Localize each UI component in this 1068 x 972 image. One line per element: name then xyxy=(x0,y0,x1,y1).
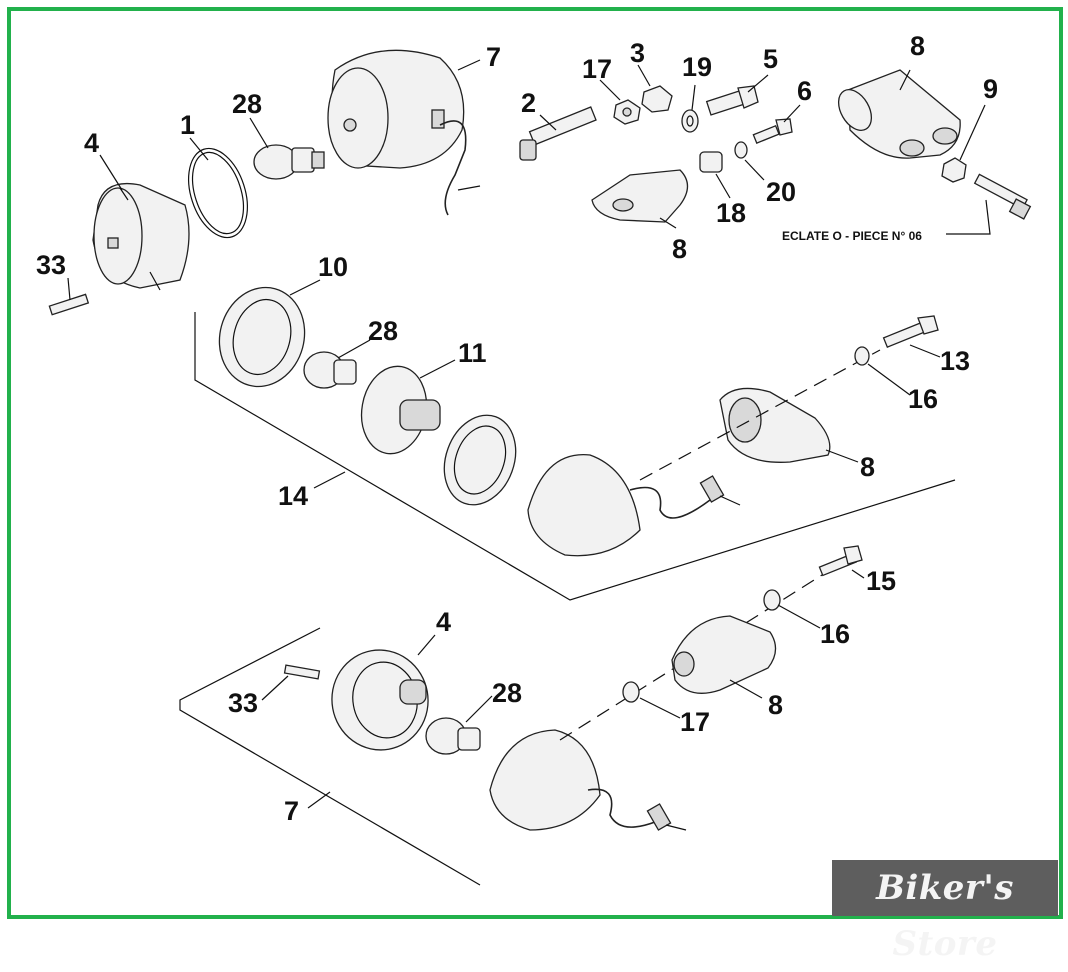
part-16-washer-bottom xyxy=(763,589,781,611)
callout-6: 6 xyxy=(797,76,812,106)
part-2-stud xyxy=(519,106,597,161)
callout-8-bottom: 8 xyxy=(768,690,783,720)
part-16-washer-middle xyxy=(854,346,870,366)
part-13-bolt xyxy=(882,315,939,348)
part-bullet-shell-bottom xyxy=(489,729,687,831)
part-17-washer-bottom xyxy=(622,681,640,703)
part-9-nut xyxy=(941,157,967,183)
part-8-bracket-right xyxy=(837,69,961,159)
callout-13: 13 xyxy=(940,346,970,376)
part-28-bulb-top xyxy=(253,144,325,180)
bikers-store-watermark: Biker's Store xyxy=(832,860,1058,964)
part-28-bulb-bottom xyxy=(425,717,481,755)
callout-7-top: 7 xyxy=(486,42,501,72)
part-15-bolt xyxy=(818,545,863,577)
group-7-bracket xyxy=(179,627,481,886)
callout-16-middle: 16 xyxy=(908,384,938,414)
part-8-mount-bottom xyxy=(671,615,777,694)
callout-3: 3 xyxy=(630,38,645,68)
part-10-trim-ring xyxy=(218,286,306,388)
part-4-housing-bottom xyxy=(331,649,429,751)
callout-9: 9 xyxy=(983,74,998,104)
part-06-stud xyxy=(973,173,1032,220)
callout-17-bottom: 17 xyxy=(680,707,710,737)
part-8-mount-block-top xyxy=(591,169,689,223)
callout-4-bottom: 4 xyxy=(436,607,451,637)
callout-14: 14 xyxy=(278,481,308,511)
part-8-mount-middle xyxy=(719,387,831,463)
callout-28-bottom: 28 xyxy=(492,678,522,708)
callout-8-top: 8 xyxy=(672,234,687,264)
callout-11: 11 xyxy=(458,338,487,368)
callout-20: 20 xyxy=(766,177,796,207)
axis-line-middle xyxy=(639,349,881,481)
callout-5: 5 xyxy=(763,44,778,74)
part-33-screw-top xyxy=(48,293,90,316)
reference-leader xyxy=(946,199,991,235)
part-20-washer xyxy=(734,141,748,159)
callout-2: 2 xyxy=(521,88,536,118)
callout-1: 1 xyxy=(180,110,195,140)
part-11-socket xyxy=(360,365,441,455)
part-7-body-top xyxy=(327,49,481,216)
part-4-housing-top xyxy=(92,182,190,291)
callout-19: 19 xyxy=(682,52,712,82)
callout-8-bracket: 8 xyxy=(910,31,925,61)
callout-15: 15 xyxy=(866,566,896,596)
part-3-acorn-nut xyxy=(641,85,673,113)
leader-lines xyxy=(67,59,986,809)
part-1-gasket-ring xyxy=(188,147,248,239)
part-33-screw-bottom xyxy=(283,664,321,680)
part-6-bolt-small xyxy=(752,118,793,144)
callout-7-bottom: 7 xyxy=(284,796,299,826)
callout-4-top: 4 xyxy=(84,128,99,158)
callout-33-top: 33 xyxy=(36,250,66,280)
callout-28-top: 28 xyxy=(232,89,262,119)
part-bullet-shell-middle xyxy=(527,454,741,557)
part-17-nut-top xyxy=(613,99,641,125)
group-14-bracket xyxy=(194,312,956,601)
callout-8-middle: 8 xyxy=(860,452,875,482)
exploded-parts-diagram: 4 1 28 7 2 17 3 19 5 6 20 18 8 8 9 ECLAT… xyxy=(36,31,1032,886)
part-28-bulb-middle xyxy=(303,351,357,389)
callout-10: 10 xyxy=(318,252,348,282)
callout-33-bottom: 33 xyxy=(228,688,258,718)
callout-numbers: 4 1 28 7 2 17 3 19 5 6 20 18 8 8 9 ECLAT… xyxy=(36,31,998,826)
callout-16-bottom: 16 xyxy=(820,619,850,649)
reference-note: ECLATE O - PIECE N° 06 xyxy=(782,229,922,243)
part-19-lock-washer xyxy=(681,109,699,133)
callout-17-top: 17 xyxy=(582,54,612,84)
part-18-spacer xyxy=(699,151,723,173)
callout-28-middle: 28 xyxy=(368,316,398,346)
callout-18: 18 xyxy=(716,198,746,228)
part-lens-ring-middle xyxy=(443,414,517,506)
part-5-bolt xyxy=(705,85,759,116)
